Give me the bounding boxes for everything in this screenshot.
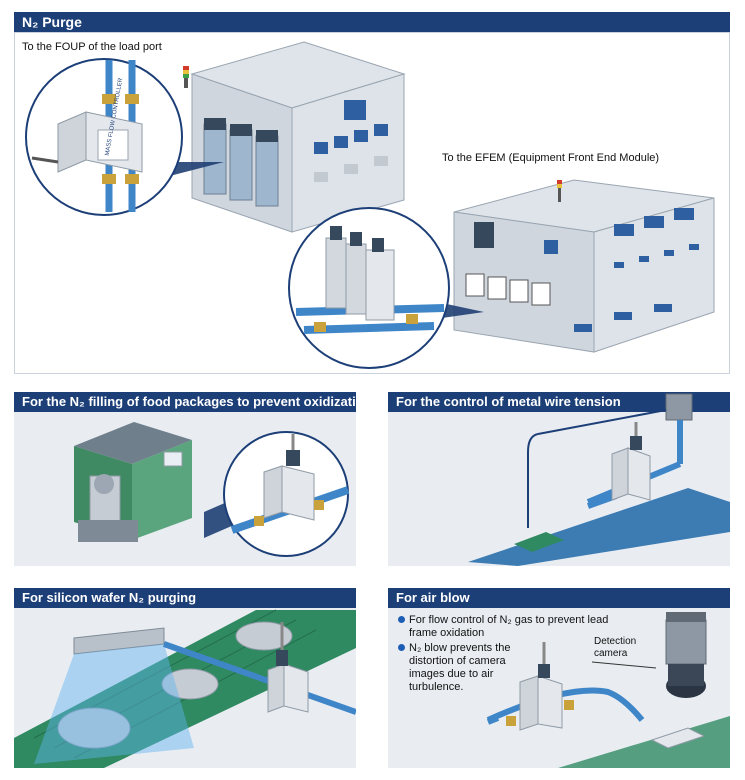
camera-label: Detection camera: [594, 636, 637, 659]
n2-purge-panel: N₂ Purge To the FOUP of the load port To…: [14, 12, 730, 374]
silicon-wafer-panel: For silicon wafer N₂ purging: [14, 588, 356, 768]
caption-efem: To the EFEM (Equipment Front End Module): [442, 152, 660, 164]
food-packages-panel: For the N₂ filling of food packages to p…: [14, 392, 356, 566]
air-blow-panel: For air blow For flow control of N₂ gas …: [388, 588, 730, 768]
food-detail-circle: [223, 431, 350, 557]
foup-detail-circle: MASS FLOW CONTROLLER: [25, 58, 183, 216]
n2-purge-header: N₂ Purge: [14, 12, 730, 32]
metal-wire-illustration: [468, 393, 730, 566]
load-port-machine-illustration: [183, 41, 406, 233]
air-blow-header: For air blow: [388, 588, 730, 608]
air-blow-illustration: [486, 612, 730, 768]
silicon-wafer-header: For silicon wafer N₂ purging: [14, 588, 356, 608]
efem-machine-illustration: [453, 179, 715, 353]
metal-wire-header: For the control of metal wire tension: [388, 392, 730, 412]
food-packages-header: For the N₂ filling of food packages to p…: [14, 392, 356, 412]
food-packages-illustration: [74, 422, 350, 557]
caption-foup: To the FOUP of the load port: [22, 41, 162, 53]
air-blow-bullet-2: N₂ blow prevents the distortion of camer…: [398, 642, 522, 694]
n2-purge-illustration: MASS FLOW CONTROLLER: [25, 41, 715, 369]
metal-wire-panel: For the control of metal wire tension: [388, 392, 730, 566]
silicon-wafer-illustration: [14, 609, 356, 768]
efem-detail-circle: [288, 207, 450, 369]
air-blow-bullet-1: For flow control of N₂ gas to prevent le…: [398, 614, 618, 640]
